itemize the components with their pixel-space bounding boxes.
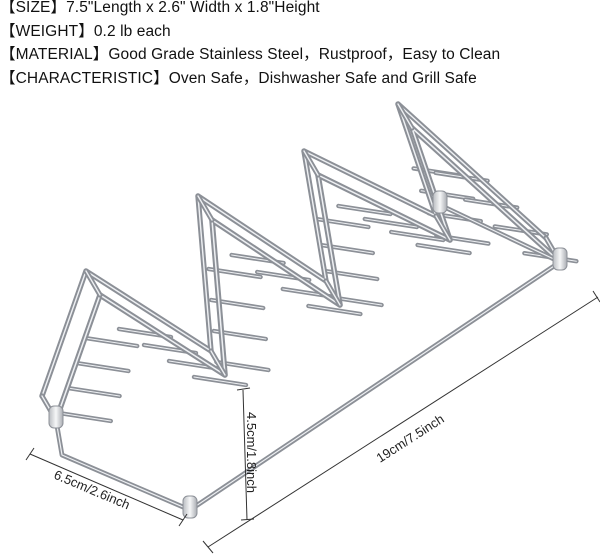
- dimension-lines: [25, 290, 600, 554]
- wire-rack: [39, 101, 579, 513]
- wire-rail: [337, 205, 391, 215]
- length-dimension-line: [207, 296, 599, 548]
- wire-rail: [39, 101, 549, 399]
- height-label: 4.5cm/1.8inch: [244, 412, 259, 493]
- rubber-foot: [552, 247, 568, 271]
- spec-material: 【MATERIAL】Good Grade Stainless Steel，Rus…: [0, 45, 501, 63]
- wire-rail: [84, 337, 138, 347]
- wire-rail: [307, 305, 361, 315]
- wire-rail: [390, 231, 444, 241]
- wire-rail: [67, 387, 121, 397]
- wire-rail: [53, 202, 563, 513]
- wire-rail: [85, 270, 101, 296]
- wire-rail: [210, 350, 226, 376]
- rubber-foot-cap: [182, 495, 198, 519]
- spec-list: 【SIZE】7.5"Length x 2.6" Width x 1.8"Heig…: [0, 0, 600, 90]
- wire-rail: [397, 103, 413, 129]
- wire-rail: [325, 280, 341, 306]
- spec-characteristic: 【CHARACTERISTIC】Oven Safe，Dishwasher Saf…: [0, 68, 477, 87]
- spec-weight-key: WEIGHT: [15, 22, 79, 40]
- wire-rail: [197, 195, 213, 221]
- spec-size-value: 7.5"Length x 2.6" Width x 1.8"Height: [66, 0, 320, 16]
- wire-rail: [41, 103, 547, 397]
- spec-characteristic-value: Oven Safe，Dishwasher Safe and Grill Safe: [168, 69, 477, 87]
- spec-size-key: SIZE: [15, 0, 51, 16]
- width-label: 6.5cm/2.6inch: [52, 467, 132, 512]
- wire-rail: [364, 218, 418, 228]
- wire-rail: [55, 204, 561, 511]
- rubber-foot: [182, 495, 198, 519]
- length-label: 19cm/7.5inch: [374, 411, 447, 465]
- spec-size: 【SIZE】7.5"Length x 2.6" Width x 1.8"Heig…: [0, 0, 320, 16]
- spec-material-key: MATERIAL: [15, 46, 93, 63]
- wire-rail: [303, 150, 319, 176]
- spec-weight: 【WEIGHT】0.2 lb each: [0, 21, 171, 40]
- rack-feet: [48, 190, 568, 519]
- spec-weight-value: 0.2 lb each: [93, 22, 171, 40]
- spec-material-value: Good Grade Stainless Steel，Rustproof，Eas…: [108, 46, 501, 63]
- rubber-foot-cap: [48, 405, 64, 429]
- rubber-foot: [432, 190, 448, 214]
- height-dimension-line: [242, 389, 248, 521]
- rubber-foot-cap: [432, 190, 448, 214]
- rubber-foot: [48, 405, 64, 429]
- wire-rail: [75, 362, 129, 372]
- wire-rail: [435, 215, 451, 241]
- wire-rail: [417, 244, 471, 254]
- wire-rail: [193, 376, 247, 386]
- wire-rail: [58, 412, 112, 422]
- width-dimension-line: [29, 453, 184, 521]
- spec-characteristic-key: CHARACTERISTIC: [15, 69, 154, 87]
- rubber-foot-cap: [552, 247, 568, 271]
